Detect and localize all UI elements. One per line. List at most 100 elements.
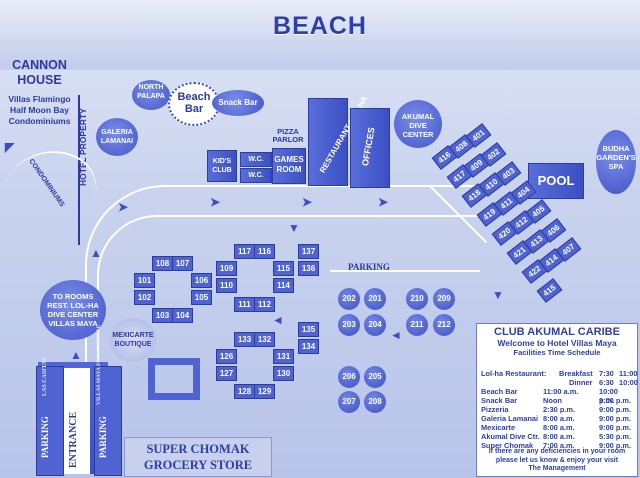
snack-bar[interactable]: Snack Bar bbox=[212, 90, 264, 116]
arrow-down-icon: ▼ bbox=[492, 288, 504, 302]
akumal-dive-center[interactable]: AKUMAL DIVE CENTER bbox=[394, 100, 442, 148]
arrow-left-icon: ◄ bbox=[272, 313, 284, 327]
room-136[interactable]: 136 bbox=[298, 261, 319, 276]
villa-205[interactable]: 205 bbox=[364, 366, 386, 388]
galeria-lamanai[interactable]: GALERIA LAMANAI bbox=[96, 118, 138, 156]
beach-bar[interactable]: Beach Bar bbox=[168, 82, 220, 126]
room-114[interactable]: 114 bbox=[273, 278, 294, 293]
room-134[interactable]: 134 bbox=[298, 339, 319, 354]
schedule-close: 9:00 p.m. bbox=[599, 441, 632, 450]
schedule-name: Super Chomak bbox=[481, 441, 534, 450]
panel-footer: If there are any deficiencies in your ro… bbox=[477, 448, 637, 474]
room-132[interactable]: 132 bbox=[254, 332, 275, 347]
room-133[interactable]: 133 bbox=[234, 332, 255, 347]
schedule-open: 8:00 a.m. bbox=[543, 432, 575, 441]
schedule-name: Lol-ha Restaurant: bbox=[481, 369, 547, 378]
parking-right-label: PARKING bbox=[98, 416, 108, 458]
room-104[interactable]: 104 bbox=[172, 308, 193, 323]
arrow-right-icon: ➤ bbox=[378, 195, 389, 209]
room-110[interactable]: 110 bbox=[216, 278, 237, 293]
room-105[interactable]: 105 bbox=[191, 290, 212, 305]
cannon-house-title: CANNON HOUSE bbox=[2, 58, 77, 88]
room-128[interactable]: 128 bbox=[234, 384, 255, 399]
budha-garden-spa[interactable]: BUDHA GARDEN'S SPA bbox=[596, 130, 636, 194]
schedule-name: Galeria Lamanai bbox=[481, 414, 539, 423]
super-chomak-grocery[interactable]: SUPER CHOMAK GROCERY STORE bbox=[124, 437, 272, 477]
entrance-label: ENTRANCE bbox=[68, 411, 79, 468]
room-117[interactable]: 117 bbox=[234, 244, 255, 259]
room-126[interactable]: 126 bbox=[216, 349, 237, 364]
beach-area bbox=[0, 0, 640, 70]
schedule-close: 9:00 p.m. bbox=[599, 423, 632, 432]
beach-bar-label: Beach Bar bbox=[170, 84, 218, 115]
villa-212[interactable]: 212 bbox=[433, 314, 455, 336]
cannon-house-sub: Villas Flamingo Half Moon Bay Condominiu… bbox=[2, 94, 77, 127]
room-129[interactable]: 129 bbox=[254, 384, 275, 399]
games-room[interactable]: GAMES ROOM bbox=[272, 148, 306, 184]
room-109[interactable]: 109 bbox=[216, 261, 237, 276]
villa-209[interactable]: 209 bbox=[433, 288, 455, 310]
room-106[interactable]: 106 bbox=[191, 273, 212, 288]
room-115[interactable]: 115 bbox=[273, 261, 294, 276]
offices-building[interactable] bbox=[350, 108, 390, 188]
cannon-house-line5: Condominiums bbox=[8, 116, 71, 126]
restaurant-building[interactable] bbox=[308, 98, 348, 186]
pool[interactable]: POOL bbox=[528, 163, 584, 199]
villa-204[interactable]: 204 bbox=[364, 314, 386, 336]
arrow-up-icon: ▲ bbox=[90, 246, 102, 260]
panel-title: CLUB AKUMAL CARIBE bbox=[494, 326, 620, 338]
room-108[interactable]: 108 bbox=[152, 256, 173, 271]
schedule-name: Pizzeria bbox=[481, 405, 509, 414]
beach-bar-line2: Bar bbox=[184, 103, 204, 115]
arrow-up-left-icon: ◤ bbox=[5, 140, 15, 154]
room-112[interactable]: 112 bbox=[254, 297, 275, 312]
room-130[interactable]: 130 bbox=[273, 366, 294, 381]
parking-right[interactable] bbox=[94, 366, 122, 476]
wc-top[interactable]: W.C. bbox=[240, 152, 272, 167]
arrow-right-icon: ➤ bbox=[118, 200, 129, 214]
parking-left[interactable] bbox=[36, 366, 64, 476]
room-block-unnumbered bbox=[148, 358, 200, 400]
arrow-left-icon: ◄ bbox=[390, 328, 402, 342]
kids-club[interactable]: KID'S CLUB bbox=[207, 150, 237, 182]
room-111[interactable]: 111 bbox=[234, 297, 255, 312]
schedule-close: 11:00 bbox=[619, 369, 638, 378]
schedule-close: 10:00 p.m. bbox=[599, 387, 618, 405]
schedule-open: 2:30 p.m. bbox=[543, 405, 576, 414]
room-127[interactable]: 127 bbox=[216, 366, 237, 381]
room-137[interactable]: 137 bbox=[298, 244, 319, 259]
villa-202[interactable]: 202 bbox=[338, 288, 360, 310]
room-131[interactable]: 131 bbox=[273, 349, 294, 364]
mexicarte-boutique[interactable]: MEXICARTE BOUTIQUE bbox=[110, 318, 156, 362]
villa-208[interactable]: 208 bbox=[364, 391, 386, 413]
schedule-label: Breakfast bbox=[559, 369, 593, 378]
room-101[interactable]: 101 bbox=[134, 273, 155, 288]
arrow-down-icon: ▼ bbox=[288, 221, 300, 235]
room-107[interactable]: 107 bbox=[172, 256, 193, 271]
schedule-open: 8:00 a.m. bbox=[543, 414, 575, 423]
villa-210[interactable]: 210 bbox=[406, 288, 428, 310]
villa-211[interactable]: 211 bbox=[406, 314, 428, 336]
property-line bbox=[78, 95, 80, 245]
cannon-house-line3: Villas Flamingo bbox=[8, 94, 71, 104]
room-135[interactable]: 135 bbox=[298, 322, 319, 337]
villa-206[interactable]: 206 bbox=[338, 366, 360, 388]
villa-207[interactable]: 207 bbox=[338, 391, 360, 413]
room-102[interactable]: 102 bbox=[134, 290, 155, 305]
panel-footer3: The Management bbox=[528, 465, 586, 472]
panel-facilities: Facilities Time Schedule bbox=[513, 348, 601, 357]
schedule-close: 9:00 p.m. bbox=[599, 405, 632, 414]
villa-201[interactable]: 201 bbox=[364, 288, 386, 310]
arrow-up-icon: ▲ bbox=[70, 348, 82, 362]
wc-bottom[interactable]: W.C. bbox=[240, 168, 272, 183]
schedule-close: 9:00 p.m. bbox=[599, 414, 632, 423]
villa-203[interactable]: 203 bbox=[338, 314, 360, 336]
entrance-lane bbox=[64, 368, 90, 474]
las-casitas-label: LAS CASITAS bbox=[42, 357, 48, 396]
room-116[interactable]: 116 bbox=[254, 244, 275, 259]
north-palapa[interactable]: NORTH PALAPA bbox=[132, 80, 170, 110]
room-103[interactable]: 103 bbox=[152, 308, 173, 323]
schedule-panel: CLUB AKUMAL CARIBE Welcome to Hotel Vill… bbox=[476, 323, 638, 477]
schedule-open: 6:30 bbox=[599, 378, 614, 387]
arrow-right-icon: ➤ bbox=[302, 195, 313, 209]
